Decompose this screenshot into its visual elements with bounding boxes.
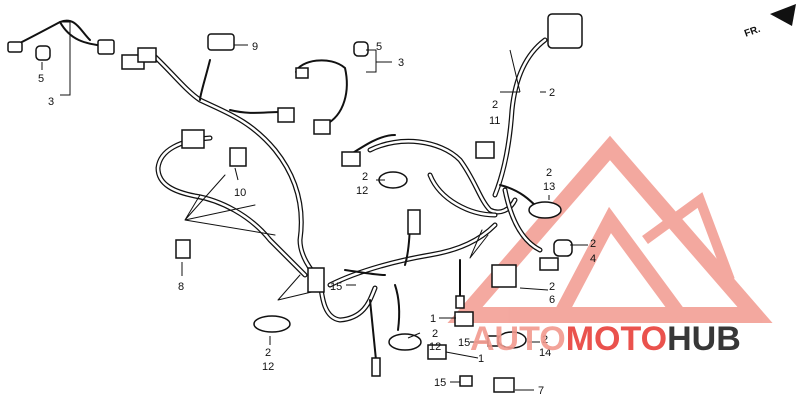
callout-2: 2 [549, 281, 555, 293]
callout-15: 15 [458, 337, 470, 349]
callout-3: 3 [48, 96, 54, 108]
callout-12: 12 [356, 185, 368, 197]
callout-2: 2 [542, 334, 548, 346]
callout-2: 2 [362, 171, 368, 183]
connector-icon [539, 257, 559, 271]
harness-lines [13, 19, 548, 361]
clip-icon [175, 239, 191, 259]
connector-icon [7, 41, 23, 53]
bolt-icon [459, 375, 473, 387]
connector-icon [371, 357, 381, 377]
callout-5: 5 [38, 73, 44, 85]
callout-7: 7 [538, 385, 544, 397]
clip-icon [229, 147, 247, 167]
callouts: 5 3 9 5 3 2 2 11 10 2 12 2 13 2 4 8 15 2… [38, 41, 596, 397]
connector-icon [341, 151, 361, 167]
callout-13: 13 [543, 181, 555, 193]
watermark-text: AUTOMOTOHUB [470, 320, 741, 358]
callout-12: 12 [262, 361, 274, 373]
callout-12: 12 [429, 341, 441, 353]
clip-icon [207, 33, 235, 51]
callout-1: 1 [430, 313, 436, 325]
callout-leaders [41, 21, 588, 391]
connector-icon [307, 267, 325, 293]
watermark-part-moto: MOTO [566, 320, 667, 358]
callout-9: 9 [252, 41, 258, 53]
callout-4: 4 [590, 253, 596, 265]
clip-icon [491, 264, 517, 288]
clip-icon [493, 377, 515, 393]
connector-icon [313, 119, 331, 135]
band-icon [388, 333, 422, 351]
connector-icon [181, 129, 205, 149]
callout-8: 8 [178, 281, 184, 293]
callout-2: 2 [265, 347, 271, 359]
callout-2: 2 [549, 87, 555, 99]
connector-icon [295, 67, 309, 79]
connector-icon [455, 295, 465, 309]
plate-icon [454, 311, 474, 327]
callout-1: 1 [478, 353, 484, 365]
callout-2: 2 [432, 328, 438, 340]
callout-15: 15 [434, 377, 446, 389]
watermark-part-hub: HUB [667, 320, 741, 358]
band-icon [253, 315, 291, 333]
callout-3: 3 [398, 57, 404, 69]
callout-10: 10 [234, 187, 246, 199]
connector-icon [97, 39, 115, 55]
connector-icon [137, 47, 157, 63]
callout-2: 2 [492, 99, 498, 111]
callout-14: 14 [539, 347, 551, 359]
callout-2: 2 [590, 238, 596, 250]
callout-2: 2 [546, 167, 552, 179]
connector-icon [407, 209, 421, 235]
bolt-icon [487, 335, 499, 347]
direction-label: FR. [743, 24, 762, 40]
callout-6: 6 [549, 294, 555, 306]
components [7, 13, 583, 393]
band-icon [528, 201, 562, 219]
coupler-icon [547, 13, 583, 49]
watermark-logo-icon [447, 135, 773, 323]
front-direction-arrow-icon: FR. [743, 4, 796, 40]
callout-11: 11 [489, 115, 500, 127]
grommet-icon [353, 41, 369, 57]
clip-icon [475, 141, 495, 159]
callout-5: 5 [376, 41, 382, 53]
grommet-icon [553, 239, 573, 257]
watermark-part-auto: AUTO [470, 320, 566, 358]
svg-text:AUTOMOTOHUB: AUTOMOTOHUB [470, 320, 741, 358]
grommet-icon [35, 45, 51, 61]
connector-icon [277, 107, 295, 123]
callout-15: 15 [330, 281, 342, 293]
